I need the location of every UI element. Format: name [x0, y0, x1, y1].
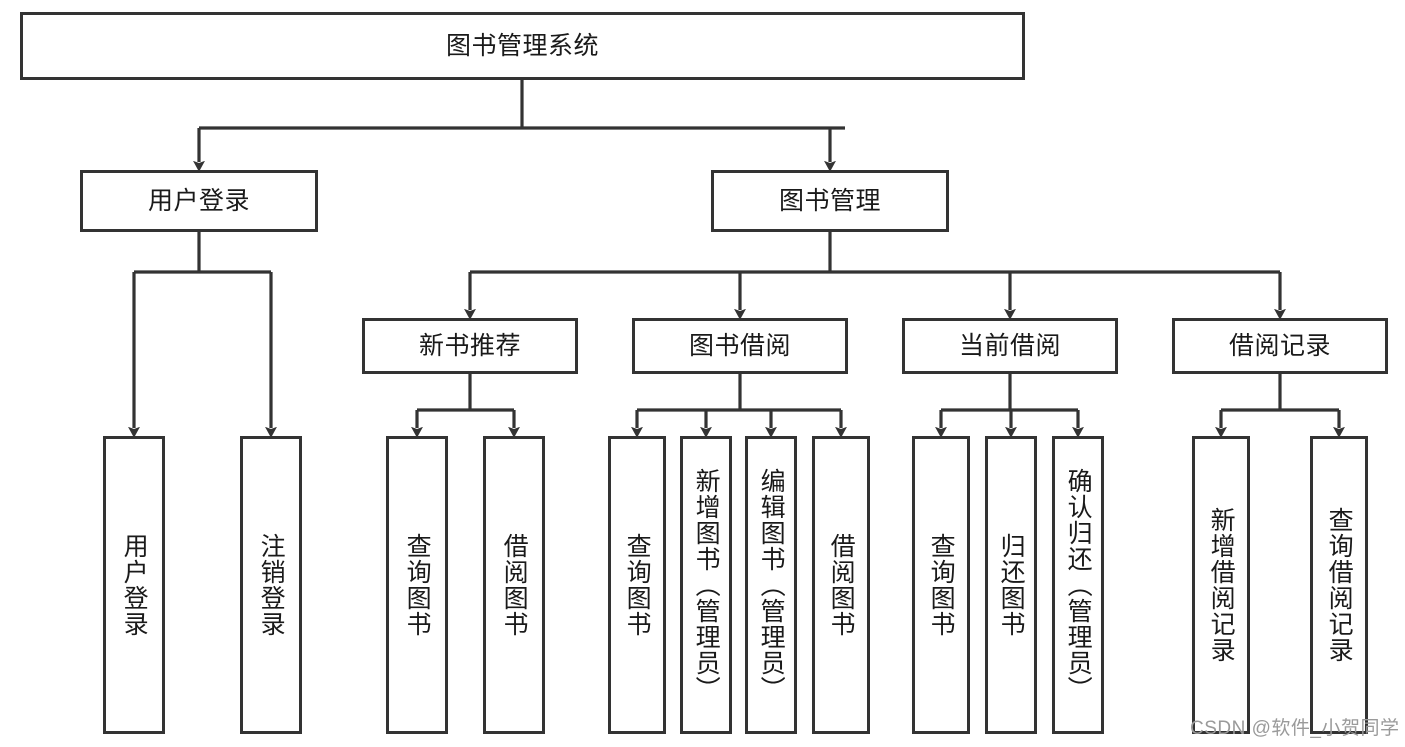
- node-leaf-query-book-2-label: 查询图书: [623, 533, 652, 637]
- node-user-login[interactable]: 用户登录: [80, 170, 318, 232]
- node-book-borrow-label: 图书借阅: [688, 332, 791, 360]
- node-leaf-user-login-label: 用户登录: [120, 533, 149, 637]
- node-leaf-confirm-return[interactable]: 确认归还（管理员）: [1052, 436, 1104, 734]
- node-leaf-logout-label: 注销登录: [257, 533, 286, 637]
- node-new-book-rec[interactable]: 新书推荐: [362, 318, 578, 374]
- node-leaf-query-book-1-label: 查询图书: [403, 533, 432, 637]
- node-leaf-query-book-2[interactable]: 查询图书: [608, 436, 666, 734]
- node-borrow-record[interactable]: 借阅记录: [1172, 318, 1388, 374]
- watermark: CSDN @软件_小贺同学: [1190, 718, 1400, 739]
- node-leaf-add-book[interactable]: 新增图书（管理员）: [680, 436, 732, 734]
- node-leaf-return-book[interactable]: 归还图书: [985, 436, 1037, 734]
- node-borrow-record-label: 借阅记录: [1228, 332, 1331, 360]
- node-leaf-add-record[interactable]: 新增借阅记录: [1192, 436, 1250, 734]
- node-leaf-confirm-return-label: 确认归还（管理员）: [1064, 468, 1093, 702]
- node-user-login-label: 用户登录: [147, 187, 250, 215]
- node-book-manage[interactable]: 图书管理: [711, 170, 949, 232]
- node-leaf-return-book-label: 归还图书: [997, 533, 1026, 637]
- node-leaf-logout[interactable]: 注销登录: [240, 436, 302, 734]
- node-new-book-rec-label: 新书推荐: [418, 332, 521, 360]
- node-leaf-query-record-label: 查询借阅记录: [1325, 507, 1354, 663]
- node-leaf-edit-book-label: 编辑图书（管理员）: [757, 468, 786, 702]
- node-book-manage-label: 图书管理: [778, 187, 881, 215]
- node-leaf-add-book-label: 新增图书（管理员）: [692, 468, 721, 702]
- node-leaf-query-book-1[interactable]: 查询图书: [386, 436, 448, 734]
- node-root-label: 图书管理系统: [445, 32, 599, 60]
- node-book-borrow[interactable]: 图书借阅: [632, 318, 848, 374]
- node-leaf-query-book-3-label: 查询图书: [927, 533, 956, 637]
- node-leaf-query-record[interactable]: 查询借阅记录: [1310, 436, 1368, 734]
- node-leaf-user-login[interactable]: 用户登录: [103, 436, 165, 734]
- node-leaf-borrow-book-2-label: 借阅图书: [827, 533, 856, 637]
- node-leaf-edit-book[interactable]: 编辑图书（管理员）: [745, 436, 797, 734]
- node-leaf-add-record-label: 新增借阅记录: [1207, 507, 1236, 663]
- node-current-borrow-label: 当前借阅: [958, 332, 1061, 360]
- node-leaf-borrow-book-1-label: 借阅图书: [500, 533, 529, 637]
- node-leaf-query-book-3[interactable]: 查询图书: [912, 436, 970, 734]
- node-leaf-borrow-book-2[interactable]: 借阅图书: [812, 436, 870, 734]
- node-root[interactable]: 图书管理系统: [20, 12, 1025, 80]
- node-leaf-borrow-book-1[interactable]: 借阅图书: [483, 436, 545, 734]
- node-current-borrow[interactable]: 当前借阅: [902, 318, 1118, 374]
